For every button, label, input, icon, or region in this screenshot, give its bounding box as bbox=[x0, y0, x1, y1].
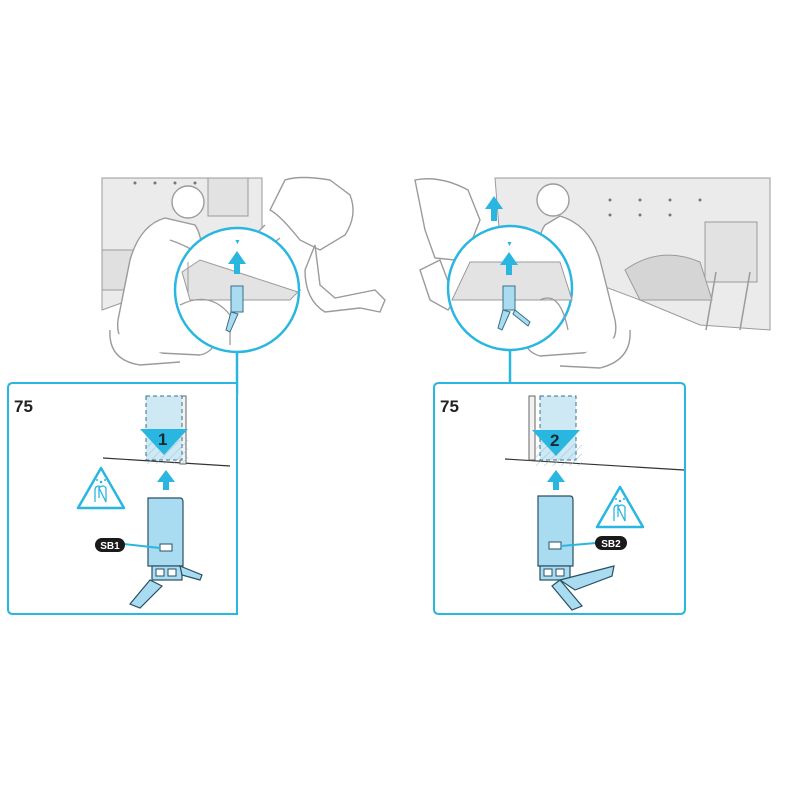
svg-text:▼: ▼ bbox=[234, 239, 241, 246]
up-arrow-icon bbox=[485, 196, 503, 221]
down-arrow-icon bbox=[532, 430, 580, 456]
right-detail-panel: 75 2 SB2 bbox=[433, 382, 686, 615]
part-leader-line bbox=[560, 542, 597, 547]
right-magnifier: ▼ bbox=[446, 224, 574, 352]
step-number: 2 bbox=[550, 431, 559, 450]
standing-person-right bbox=[414, 178, 481, 311]
part-label: SB2 bbox=[601, 539, 621, 550]
magnifier-stand-left bbox=[225, 285, 244, 333]
step-number: 1 bbox=[158, 430, 167, 449]
magnifier-stand-right bbox=[497, 285, 531, 331]
stand-part-sb1 bbox=[129, 497, 203, 609]
left-detail-panel: 75 1 bbox=[7, 382, 238, 615]
size-label: 75 bbox=[14, 397, 33, 416]
part-leader-line bbox=[123, 543, 161, 549]
stand-part-sb2 bbox=[537, 495, 615, 611]
size-label: 75 bbox=[440, 397, 459, 416]
down-arrow-icon bbox=[140, 429, 188, 455]
caution-pinch-hand-icon bbox=[595, 485, 645, 529]
left-magnifier: ▼ bbox=[173, 226, 301, 354]
part-label: SB1 bbox=[100, 541, 120, 552]
up-arrow-icon bbox=[157, 470, 175, 490]
svg-text:▼: ▼ bbox=[506, 241, 513, 248]
tv-bottom-edge bbox=[504, 458, 685, 471]
part-badge bbox=[95, 538, 125, 552]
caution-pinch-hand-icon bbox=[76, 466, 126, 510]
part-badge bbox=[595, 536, 627, 550]
up-arrow-icon bbox=[547, 470, 565, 490]
tv-side-edge bbox=[528, 395, 536, 461]
up-arrow-icon bbox=[228, 251, 246, 274]
up-arrow-icon bbox=[500, 252, 518, 275]
